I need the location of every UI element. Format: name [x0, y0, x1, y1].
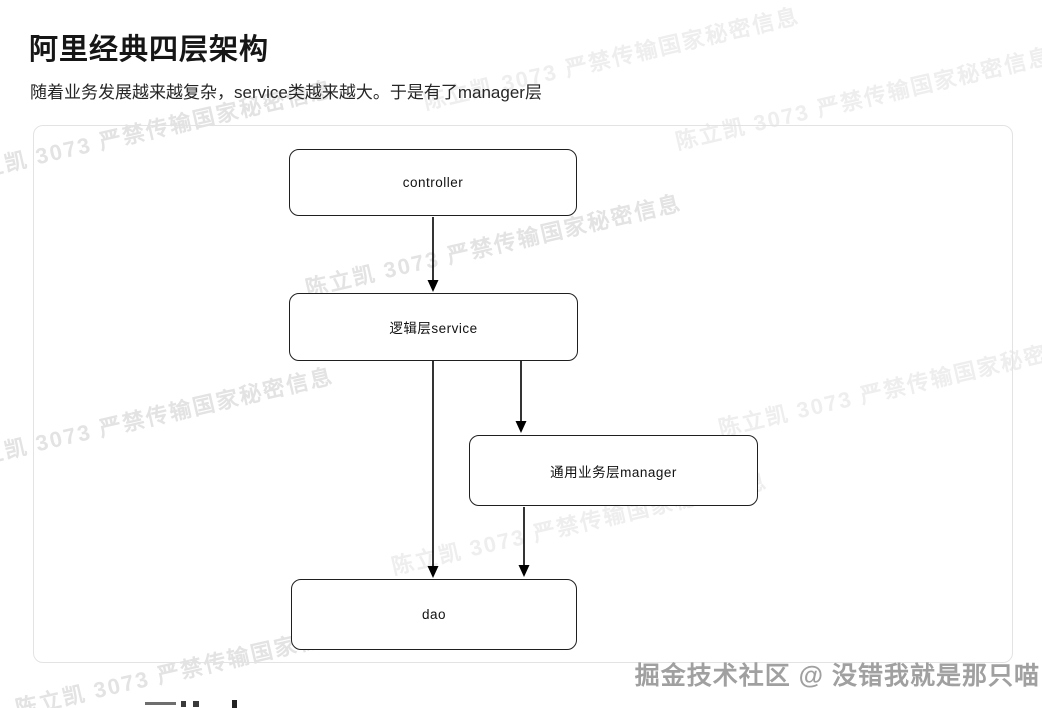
node-controller-label: controller [402, 175, 464, 190]
node-service: 逻辑层service [289, 293, 578, 361]
clipped-glyph-fragment [181, 701, 186, 707]
clipped-glyph-fragment [232, 700, 237, 708]
clipped-glyph-fragment [145, 702, 176, 705]
node-manager-label: 通用业务层manager [550, 464, 677, 480]
node-manager: 通用业务层manager [469, 435, 758, 506]
next-section-heading-clipped [0, 696, 400, 708]
community-credit-watermark: 掘金技术社区 @ 没错我就是那只喵 [634, 662, 1040, 690]
node-dao: dao [291, 579, 577, 650]
node-dao-label: dao [421, 607, 447, 622]
node-controller: controller [289, 149, 577, 216]
clipped-glyph-fragment [193, 701, 199, 707]
diagram-container [33, 125, 1013, 663]
node-service-label: 逻辑层service [389, 321, 478, 336]
page-title: 阿里经典四层架构 [29, 34, 270, 66]
page-subtitle: 随着业务发展越来越复杂，service类越来越大。于是有了manager层 [30, 83, 542, 102]
